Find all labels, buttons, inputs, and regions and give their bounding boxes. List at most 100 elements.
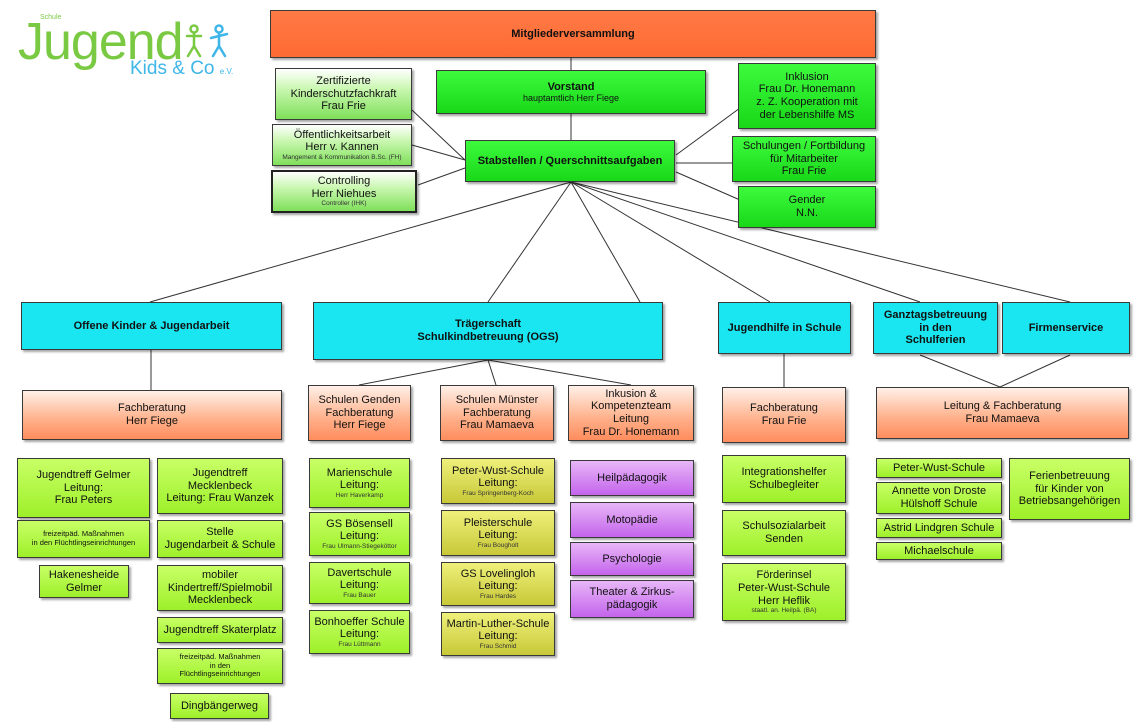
label: Zertifizierte [316,75,371,88]
box-inklusion: Inklusion Frau Dr. Honemann z. Z. Kooper… [738,63,876,129]
label: Schulbegleiter [749,479,819,491]
box-foerderinsel: Förderinsel Peter-Wust-Schule Herr Hefli… [722,563,846,621]
small-label: Herr Haverkamp [335,491,384,499]
box-schulen-genden: Schulen Genden Fachberatung Herr Fiege [308,385,411,441]
label: Fachberatung [750,402,818,415]
label: Förderinsel [756,569,812,582]
label: Fachberatung [325,406,394,419]
label: pädagogik [606,599,658,611]
box-michaelschule: Michaelschule [876,542,1002,560]
label: Leitung: [339,628,380,641]
box-motopaedie: Motopädie [570,502,694,538]
label: mobiler [201,569,239,582]
box-martin-luther-schule: Martin-Luther-Schule Leitung: Frau Schmi… [441,612,555,656]
label: N.N. [796,207,818,219]
box-heilpaedagogik: Heilpädagogik [570,460,694,496]
label: Hakenesheide [48,568,120,581]
label: Leitung & Fachberatung [943,400,1062,413]
small-label: Frau Bougholt [477,541,519,549]
label: Herr v. Kannen [305,141,379,154]
label: Integrationshelfer [741,466,827,479]
label: Firmenservice [1028,321,1104,334]
label: für Mitarbeiter [770,152,838,165]
logo-main-text: Jugend [18,13,184,71]
label: Pleisterschule [463,516,533,529]
label: Frau Dr. Honemann [758,83,856,96]
label: Leitung: [478,630,518,643]
label: Frau Frie [781,165,827,178]
logo-sub-text: Kids & Co e.V. [130,58,234,79]
box-annette-von-droste: Annette von Droste Hülshoff Schule [876,482,1002,514]
box-offene-kinder-jugendarbeit: Offene Kinder & Jugendarbeit [21,302,282,350]
label: Martin-Luther-Schule [446,617,550,630]
label: Frau Dr. Honemann [582,425,680,438]
box-gs-lovelingloh: GS Lovelingloh Leitung: Frau Hardes [441,562,555,606]
small-label: Controller (IHK) [321,200,367,208]
label: Leitung: [339,530,380,543]
label: Kompetenzteam [590,400,672,413]
box-stelle-jugendarbeit: Stelle Jugendarbeit & Schule [157,520,283,558]
box-pleisterschule: Pleisterschule Leitung: Frau Bougholt [441,510,555,556]
small-label: Frau Lüttmann [338,640,381,648]
box-fachberatung-fiege: Fachberatung Herr Fiege [22,390,282,440]
label: Bonhoeffer Schule [314,615,405,628]
box-astrid-lindgren: Astrid Lindgren Schule [876,518,1002,538]
label: Schulungen / Fortbildung [742,140,866,153]
label: Herr Fiege [126,415,178,427]
box-jugendtreff-mecklenbeck: Jugendtreff Mecklenbeck Leitung: Frau Wa… [157,458,283,514]
label: GS Lovelingloh [460,567,536,580]
small-label: Frau Schmid [479,642,517,650]
box-jugendhilfe: Jugendhilfe in Schule [718,302,851,354]
label: Marienschule [326,466,393,479]
small-label: Frau Ulmann-Stiegeköttor [322,542,397,550]
logo-small-text: Schule [40,14,62,21]
box-freizeit-massnahmen-1: freizeitpäd. Maßnahmen in den Flüchtling… [17,520,150,558]
label: Schulferien [905,334,966,347]
label: Jugendtreff Gelmer [36,469,131,482]
label: Leitung: [478,529,518,542]
label: Leitung [612,413,650,425]
box-mitgliederversammlung: Mitgliederversammlung [270,10,876,58]
box-gender: Gender N.N. [738,186,876,228]
label: Gender [788,194,826,207]
label: Inklusion [785,70,829,83]
label: Offene Kinder & Jugendarbeit [73,319,230,332]
label: Ganztagsbetreuung [883,309,988,322]
label: Mecklenbeck [187,594,253,607]
label: Frau Peters [54,494,113,507]
sublabel: hauptamtlich Herr Fiege [522,93,620,104]
label: Öffentlichkeitsarbeit [293,128,391,141]
label: Frau Mamaeva [460,419,534,432]
box-vorstand: Vorstand hauptamtlich Herr Fiege [436,70,706,114]
label: Davertschule [327,566,392,579]
box-ganztagsbetreuung: Ganztagsbetreuung in den Schulferien [873,302,998,354]
label: Jugendhilfe in Schule [727,321,842,334]
box-peter-wust-schule: Peter-Wust-Schule Leitung: Frau Springen… [441,458,555,504]
label: Stelle [206,526,234,539]
label: Frau Frie [321,100,366,113]
box-bonhoeffer: Bonhoeffer Schule Leitung: Frau Lüttmann [309,610,410,654]
label: Controlling [317,175,371,188]
box-freizeit-massnahmen-2: freizeitpäd. Maßnahmen in den Flüchtling… [157,648,283,684]
box-kinderschutz: Zertifizierte Kinderschutzfachkraft Frau… [275,68,412,120]
box-schulungen: Schulungen / Fortbildung für Mitarbeiter… [732,136,876,182]
label: Astrid Lindgren Schule [883,521,995,534]
label: Leitung: [63,481,104,494]
box-psychologie: Psychologie [570,542,694,576]
box-dingbaengerweg: Dingbängerweg [170,693,269,719]
label: freizeitpäd. Maßnahmen [43,529,124,539]
label: Fachberatung [463,406,531,419]
label: z. Z. Kooperation mit [756,96,858,108]
box-mobiler-kindertreff: mobiler Kindertreff/Spielmobil Mecklenbe… [157,565,283,611]
label: Leitung: [478,580,518,593]
box-peter-wust-schule-ganztag: Peter-Wust-Schule [876,458,1002,478]
box-ferienbetreuung: Ferienbetreuung für Kinder von Betriebsa… [1009,458,1130,520]
box-inklusion-kompetenzteam: Inkusion & Kompetenzteam Leitung Frau Dr… [568,385,694,441]
label: für Kinder von [1035,482,1104,495]
label: Frau Frie [761,415,807,427]
label: Vorstand [547,80,595,93]
small-label: Frau Bauer [343,591,376,599]
label: Motopädie [606,513,658,526]
label: Leitung: [339,579,380,592]
